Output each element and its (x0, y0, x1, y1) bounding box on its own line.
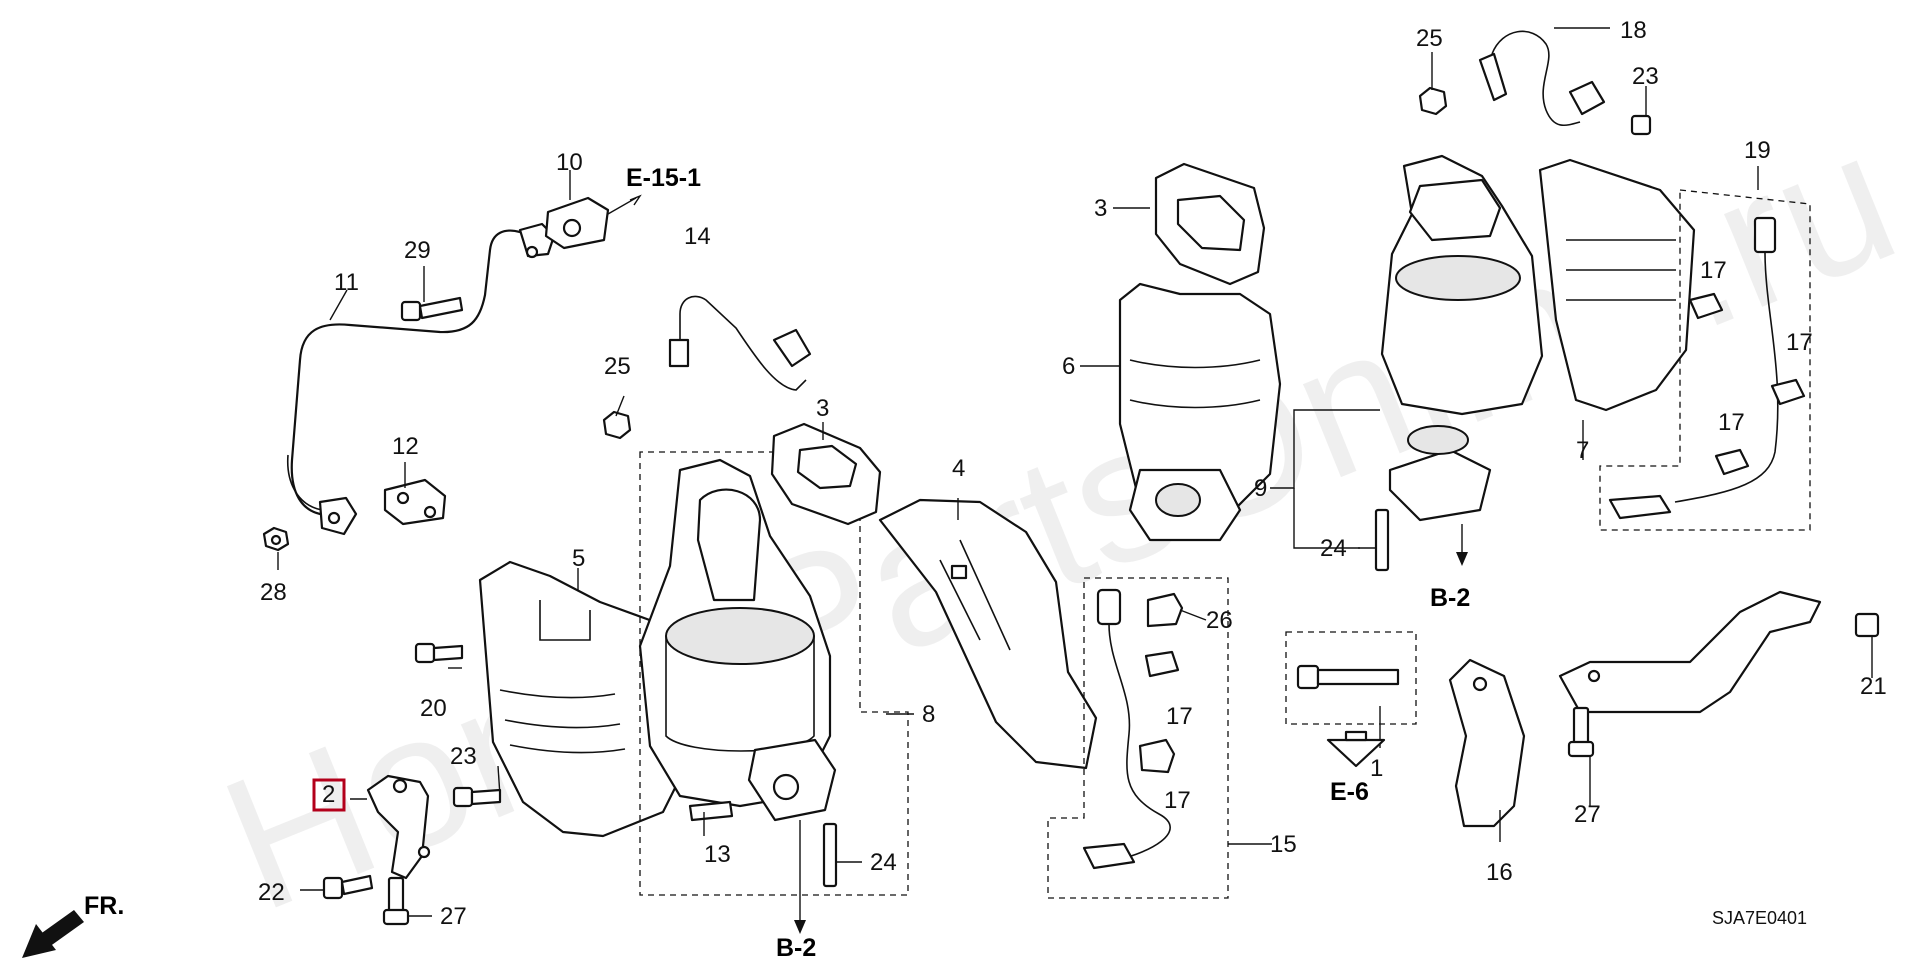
callout-1[interactable]: 1 (1370, 755, 1383, 782)
part-23-bolt-right (1630, 114, 1652, 136)
part-15-sensor (1082, 588, 1171, 870)
callout-17-d[interactable]: 17 (1786, 329, 1813, 356)
ref-b-2-center[interactable]: B-2 (776, 934, 816, 959)
part-27-bolt-right (1567, 706, 1595, 758)
part-29-bolt (400, 296, 464, 322)
callout-8[interactable]: 8 (922, 701, 935, 728)
callout-labels: 1 2 3 3 4 5 6 7 8 9 10 11 12 13 14 15 16… (258, 17, 1887, 930)
part-9-converter (1380, 154, 1544, 522)
callout-29[interactable]: 29 (404, 237, 431, 264)
part-24-stud-center (822, 822, 838, 888)
group-e6-outline (1285, 631, 1417, 725)
callout-17-e[interactable]: 17 (1700, 257, 1727, 284)
callout-10[interactable]: 10 (556, 149, 583, 176)
part-26-clip (1146, 592, 1184, 628)
front-label: FR. (84, 892, 124, 920)
part-27-bolt-left (382, 876, 410, 926)
callout-17-b[interactable]: 17 (1164, 787, 1191, 814)
leader-lines (277, 27, 1873, 917)
callout-24-right[interactable]: 24 (1320, 535, 1347, 562)
callout-26[interactable]: 26 (1206, 607, 1233, 634)
part-17-clip-b (1138, 738, 1176, 774)
callout-24-center[interactable]: 24 (870, 849, 897, 876)
part-22-bolt (322, 874, 374, 900)
callout-16[interactable]: 16 (1486, 859, 1513, 886)
part-e6-bolt (1296, 664, 1400, 690)
callout-4[interactable]: 4 (952, 455, 965, 482)
part-6-converter (1118, 282, 1282, 542)
part-14-sensor (668, 295, 812, 391)
callout-25-center[interactable]: 25 (604, 353, 631, 380)
callout-7[interactable]: 7 (1576, 437, 1589, 464)
ref-e-6[interactable]: E-6 (1330, 778, 1369, 806)
part-10-clamp (544, 196, 610, 250)
callout-2[interactable]: 2 (322, 781, 335, 808)
callout-5[interactable]: 5 (572, 545, 585, 572)
callout-23-left[interactable]: 23 (450, 743, 477, 770)
diagram-code: SJA7E0401 (1712, 908, 1807, 928)
part-19-sensor (1608, 216, 1779, 520)
callout-25-right[interactable]: 25 (1416, 25, 1443, 52)
part-3-gasket-center (770, 422, 882, 526)
reference-labels: E-15-1 B-2 B-2 E-6 (626, 164, 1470, 959)
part-4-heat-shield (878, 498, 1098, 770)
part-1-bracket (1558, 590, 1822, 714)
callout-13[interactable]: 13 (704, 841, 731, 868)
part-5-heat-shield (478, 560, 685, 838)
part-16-bracket (1448, 658, 1526, 828)
callout-28[interactable]: 28 (260, 579, 287, 606)
callout-15[interactable]: 15 (1270, 831, 1297, 858)
part-17-clip-d (1770, 378, 1806, 406)
ref-e-15-1[interactable]: E-15-1 (626, 164, 701, 192)
callout-9[interactable]: 9 (1254, 475, 1267, 502)
part-3-gasket-right (1154, 162, 1266, 286)
part-25-nut-center (602, 410, 632, 440)
part-7-heat-shield (1538, 158, 1696, 412)
callout-23-right[interactable]: 23 (1632, 63, 1659, 90)
reference-arrows (22, 194, 1468, 958)
callout-6[interactable]: 6 (1062, 353, 1075, 380)
callout-20[interactable]: 20 (420, 695, 447, 722)
callout-14[interactable]: 14 (684, 223, 711, 250)
part-11-pipe (286, 222, 556, 536)
part-28-nut (262, 526, 290, 552)
callout-27-left[interactable]: 27 (440, 903, 467, 930)
part-17-clip-c (1688, 292, 1724, 320)
front-arrow-head (22, 924, 56, 958)
callout-3-right[interactable]: 3 (1094, 195, 1107, 222)
part-25-nut-right (1418, 86, 1448, 116)
callout-22[interactable]: 22 (258, 879, 285, 906)
ref-b-2-right[interactable]: B-2 (1430, 584, 1470, 612)
callout-19[interactable]: 19 (1744, 137, 1771, 164)
callout-17-f[interactable]: 17 (1718, 409, 1745, 436)
part-20-bolt (414, 642, 464, 664)
callout-11[interactable]: 11 (334, 269, 359, 296)
callout-18[interactable]: 18 (1620, 17, 1647, 44)
part-17-clip-e (1714, 448, 1750, 476)
callout-21[interactable]: 21 (1860, 673, 1887, 700)
callout-12[interactable]: 12 (392, 433, 419, 460)
highlight-box-part-2 (312, 778, 346, 812)
part-2-bracket (366, 774, 431, 880)
part-23-bolt-left (452, 786, 502, 808)
part-24-stud-right (1374, 508, 1390, 572)
callout-3-center[interactable]: 3 (816, 395, 829, 422)
part-18-sensor (1478, 30, 1606, 127)
callout-27-right[interactable]: 27 (1574, 801, 1601, 828)
group-15-outline (1047, 577, 1229, 899)
callout-17-a[interactable]: 17 (1166, 703, 1193, 730)
part-17-clip-a (1144, 650, 1180, 678)
part-12-gasket (383, 478, 447, 526)
part-13-stud (688, 800, 734, 822)
part-8-converter (638, 458, 837, 822)
part-21-bolt (1854, 612, 1880, 638)
